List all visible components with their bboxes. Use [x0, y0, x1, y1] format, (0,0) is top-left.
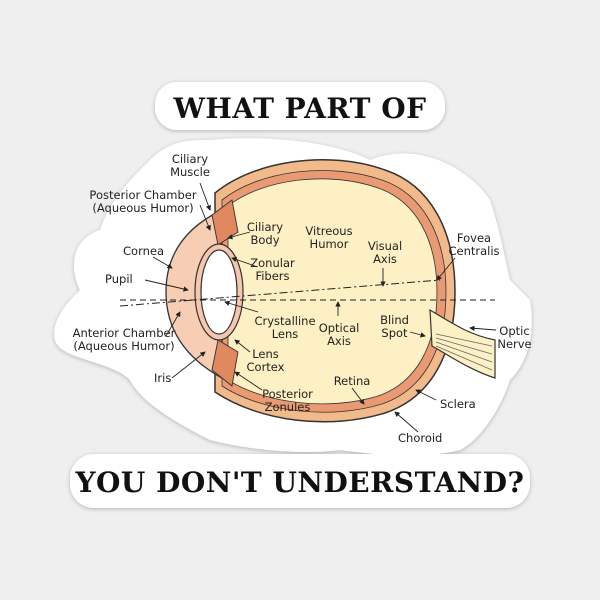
label-sclera: Sclera	[440, 397, 476, 411]
label-optic-nerve: Optic Nerve	[497, 324, 532, 351]
label-posterior-chamber: Posterior Chamber (Aqueous Humor)	[89, 188, 197, 215]
label-cornea: Cornea	[123, 244, 165, 258]
ciliary-body-lower	[211, 339, 239, 387]
optic-nerve-fibers	[435, 333, 493, 371]
label-ciliary-muscle: Ciliary Muscle	[170, 152, 210, 179]
ciliary-body-upper	[211, 199, 239, 246]
label-fovea-centralis: Fovea Centralis	[448, 231, 500, 258]
crystalline-lens	[200, 249, 238, 335]
label-retina: Retina	[333, 374, 371, 388]
headline-top: WHAT PART OF	[173, 92, 427, 125]
label-iris: Iris	[154, 371, 172, 385]
label-zonular-fibers: Zonular Fibers	[250, 256, 295, 283]
label-choroid: Choroid	[398, 431, 443, 445]
label-ciliary-body: Ciliary Body	[246, 220, 284, 247]
headline-bottom: YOU DON'T UNDERSTAND?	[75, 466, 525, 499]
label-anterior-chamber: Anterior Chamber (Aqueous Humor)	[72, 326, 176, 353]
label-lens-cortex: Lens Cortex	[246, 347, 285, 374]
label-pupil: Pupil	[105, 272, 133, 286]
label-vitreous-humor: Vitreous Humor	[305, 224, 353, 251]
label-visual-axis: Visual Axis	[367, 239, 403, 266]
visual-axis-line	[119, 279, 441, 307]
vitreous-body	[227, 178, 438, 405]
label-posterior-zonules: Posterior Zonules	[262, 387, 313, 414]
optic-nerve	[429, 308, 496, 379]
label-optical-axis: Optical Axis	[318, 321, 360, 348]
label-crystalline-lens: Crystalline Lens	[254, 314, 316, 341]
label-blind-spot: Blind Spot	[380, 313, 409, 340]
